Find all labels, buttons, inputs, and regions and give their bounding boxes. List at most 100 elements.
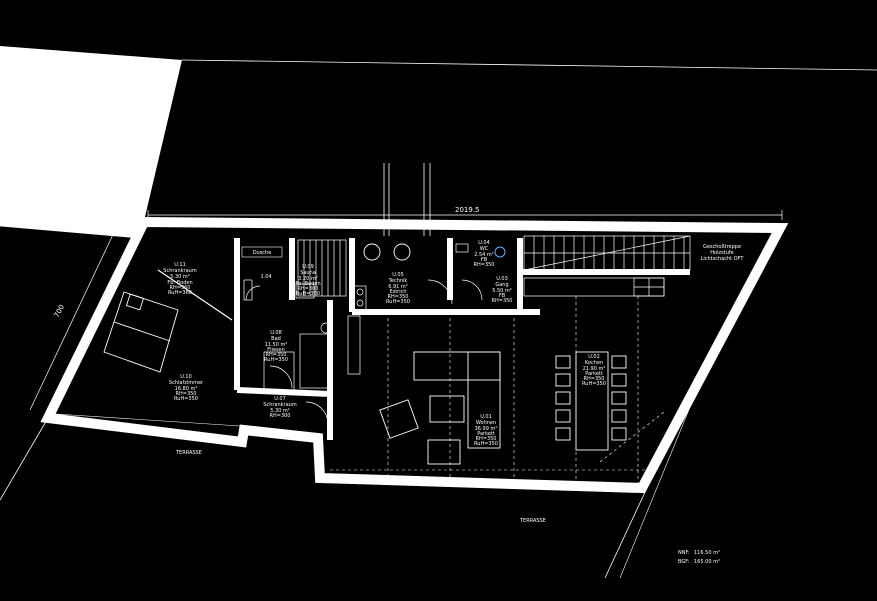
room-label-u05: U.05 Technik 6.91 m² Estrich RH=350 RuH=… bbox=[386, 272, 410, 305]
svg-text:Fliesen: Fliesen bbox=[267, 347, 285, 353]
room-label-u08: U.08 Bad 11.50 m² Fliesen RH=350 RuH=350 bbox=[264, 330, 288, 363]
bedroom-wall bbox=[157, 269, 233, 321]
svg-text:U.05: U.05 bbox=[392, 272, 404, 278]
svg-text:RuH=350: RuH=350 bbox=[582, 381, 606, 387]
svg-text:5.30 m²: 5.30 m² bbox=[270, 408, 290, 414]
terrace-label-left: TERRASSE bbox=[175, 450, 202, 456]
svg-text:RuH=350: RuH=350 bbox=[474, 441, 498, 447]
room-label-u03: U.03 Gang 5.50 m² FB RH=350 bbox=[492, 276, 513, 304]
dimension-top-label: 2019.5 bbox=[455, 206, 480, 214]
bed bbox=[103, 291, 179, 373]
svg-text:RuH=350: RuH=350 bbox=[296, 291, 320, 297]
svg-text:Dusche: Dusche bbox=[253, 250, 272, 256]
summary-bgf-value: 165.00 m² bbox=[694, 559, 720, 565]
svg-text:RH=350: RH=350 bbox=[266, 352, 287, 358]
svg-text:U.04: U.04 bbox=[478, 240, 490, 246]
svg-text:11.50 m²: 11.50 m² bbox=[265, 342, 288, 348]
structural-grid bbox=[330, 296, 665, 484]
site-boundary-left bbox=[0, 225, 141, 239]
room-label-dusche: Dusche bbox=[241, 246, 283, 258]
site-boundary-top bbox=[181, 59, 877, 71]
svg-text:Estrich: Estrich bbox=[389, 289, 406, 295]
svg-text:5.50 m²: 5.50 m² bbox=[492, 288, 512, 294]
wc-icon bbox=[494, 246, 506, 258]
svg-text:36.99 m²: 36.99 m² bbox=[475, 426, 498, 432]
interior-walls bbox=[234, 238, 690, 440]
dimension-top: 2019.5 bbox=[147, 206, 783, 220]
svg-text:U.10: U.10 bbox=[180, 374, 192, 380]
svg-text:Schrankraum: Schrankraum bbox=[163, 268, 197, 274]
svg-text:Geschoßtreppe: Geschoßtreppe bbox=[703, 244, 741, 250]
svg-text:Parkett: Parkett bbox=[585, 371, 603, 377]
svg-text:3.20 m²: 3.20 m² bbox=[298, 276, 318, 282]
svg-text:U.02: U.02 bbox=[588, 354, 600, 360]
svg-text:U.08: U.08 bbox=[270, 330, 282, 336]
svg-text:RuH=350: RuH=350 bbox=[174, 396, 198, 402]
room-label-u01: U.01 Wohnen 36.99 m² Parkett RH=350 RuH=… bbox=[474, 414, 498, 447]
staircase bbox=[523, 235, 691, 271]
svg-text:Bad: Bad bbox=[271, 336, 281, 342]
svg-text:Sauna: Sauna bbox=[300, 270, 316, 276]
svg-text:RuH=360: RuH=360 bbox=[168, 290, 192, 296]
sauna-bench bbox=[297, 239, 347, 297]
svg-text:U.07: U.07 bbox=[274, 396, 286, 402]
room-label-u11: U.11 Schrankraum 5.30 m² Fb: Boden RH=36… bbox=[163, 262, 197, 296]
svg-text:RH=300: RH=300 bbox=[270, 413, 291, 419]
svg-text:Gang: Gang bbox=[495, 282, 508, 288]
svg-text:FB: FB bbox=[481, 257, 488, 263]
dimension-left-label: 700 bbox=[53, 303, 66, 319]
svg-text:FB: FB bbox=[499, 293, 506, 299]
stove bbox=[347, 285, 367, 375]
svg-text:U.01: U.01 bbox=[480, 414, 492, 420]
technik-equipment bbox=[363, 243, 411, 261]
room-label-shower-tag: 1.04 bbox=[260, 274, 271, 280]
terrace-label-bottom: TERRASSE bbox=[519, 518, 546, 524]
glazing bbox=[55, 367, 707, 493]
svg-text:Technik: Technik bbox=[388, 278, 408, 284]
svg-text:6.91 m²: 6.91 m² bbox=[388, 284, 408, 290]
outer-wall bbox=[40, 216, 789, 494]
svg-text:RuH=350: RuH=350 bbox=[386, 299, 410, 305]
bathroom-fixtures bbox=[243, 279, 332, 391]
room-label-u04: U.04 WC 2.54 m² FB RH=350 bbox=[474, 240, 495, 268]
stair-note: Geschoßtreppe Holzstufe Lichtschacht OFT bbox=[701, 244, 745, 262]
svg-text:Fb: Boden: Fb: Boden bbox=[167, 280, 192, 286]
room-label-u02: U.02 Kochen 21.90 m² Parkett RH=350 RuH=… bbox=[582, 354, 606, 387]
room-label-u10: U.10 Schlafzimmer 16.80 m² RH=350 RuH=35… bbox=[169, 374, 204, 402]
svg-text:U.03: U.03 bbox=[496, 276, 508, 282]
summary-bgf-label: BGF: bbox=[678, 559, 690, 565]
room-label-u07: U.07 Schrankraum 5.30 m² RH=300 bbox=[263, 396, 297, 419]
summary-nnf-label: NNF: bbox=[678, 550, 690, 556]
svg-text:1.04: 1.04 bbox=[260, 274, 271, 280]
svg-text:RH=350: RH=350 bbox=[492, 298, 513, 304]
svg-text:U.09: U.09 bbox=[302, 264, 314, 270]
svg-text:Parkett: Parkett bbox=[477, 431, 495, 437]
svg-text:21.90 m²: 21.90 m² bbox=[583, 366, 606, 372]
site-terrain-white bbox=[0, 46, 182, 238]
svg-text:16.80 m²: 16.80 m² bbox=[175, 386, 198, 392]
svg-text:RH=300: RH=300 bbox=[298, 286, 319, 292]
terrain-line-right bbox=[604, 489, 647, 579]
doors bbox=[245, 279, 483, 425]
terrain-line-left bbox=[0, 417, 49, 501]
svg-text:RH=350: RH=350 bbox=[474, 262, 495, 268]
svg-text:Lichtschacht OFT: Lichtschacht OFT bbox=[701, 256, 745, 262]
area-summary: NNF: 116.50 m² BGF: 165.00 m² bbox=[678, 550, 720, 565]
wc-fixture bbox=[455, 243, 506, 258]
svg-text:2.54 m²: 2.54 m² bbox=[474, 252, 494, 258]
svg-text:Schrankraum: Schrankraum bbox=[263, 402, 297, 408]
svg-text:U.11: U.11 bbox=[174, 262, 186, 268]
kitchen-counter bbox=[523, 277, 665, 297]
svg-text:RH=350: RH=350 bbox=[584, 376, 605, 382]
summary-nnf-value: 116.50 m² bbox=[694, 550, 720, 556]
svg-text:RH=350: RH=350 bbox=[388, 294, 409, 300]
svg-text:Fb: Boden: Fb: Boden bbox=[295, 281, 320, 287]
svg-text:RH=350: RH=350 bbox=[476, 436, 497, 442]
svg-text:Kochen: Kochen bbox=[585, 360, 603, 366]
svg-text:RH=360: RH=360 bbox=[170, 285, 191, 291]
svg-text:WC: WC bbox=[480, 246, 489, 252]
svg-text:RuH=350: RuH=350 bbox=[264, 357, 288, 363]
svg-text:Holzstufe: Holzstufe bbox=[710, 250, 733, 256]
svg-text:RH=350: RH=350 bbox=[176, 391, 197, 397]
